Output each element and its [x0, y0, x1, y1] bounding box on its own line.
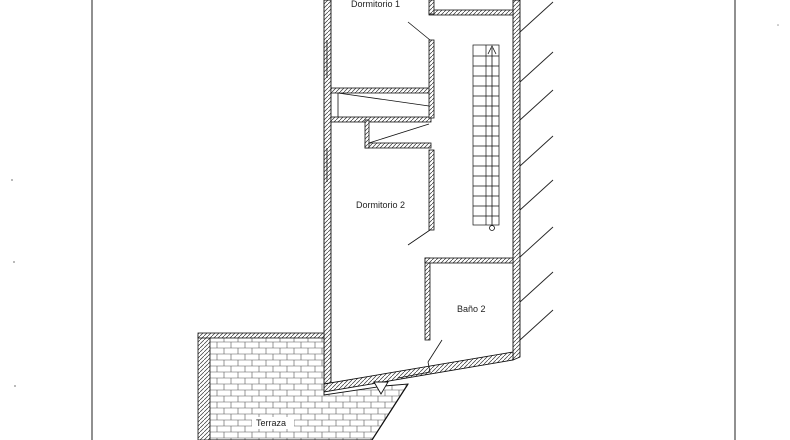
terraza-edge	[371, 383, 409, 440]
label-backdrop	[252, 417, 294, 429]
room-label-terraza: Terraza	[256, 418, 286, 428]
staircase	[472, 44, 500, 226]
terraza-parapet	[197, 334, 211, 440]
exterior-hatching	[519, 1, 554, 341]
room-label-bano-2: Baño 2	[457, 304, 486, 314]
entrance-arrow-icon	[373, 381, 389, 395]
room-label-dormitorio-2: Dormitorio 2	[356, 200, 405, 210]
terraza-area	[199, 336, 409, 440]
terraza-parapet-top	[197, 332, 325, 339]
scan-dot	[11, 179, 13, 181]
door-swings	[337, 21, 443, 379]
room-label-dormitorio-1: Dormitorio 1	[351, 0, 400, 9]
stair-direction-arrow	[487, 45, 497, 231]
scan-dot	[14, 385, 16, 387]
interior-walls	[330, 0, 514, 341]
exterior-walls	[323, 0, 521, 393]
label-backdrop	[343, 0, 383, 9]
scan-dot	[777, 24, 779, 26]
scan-dot	[13, 261, 15, 263]
